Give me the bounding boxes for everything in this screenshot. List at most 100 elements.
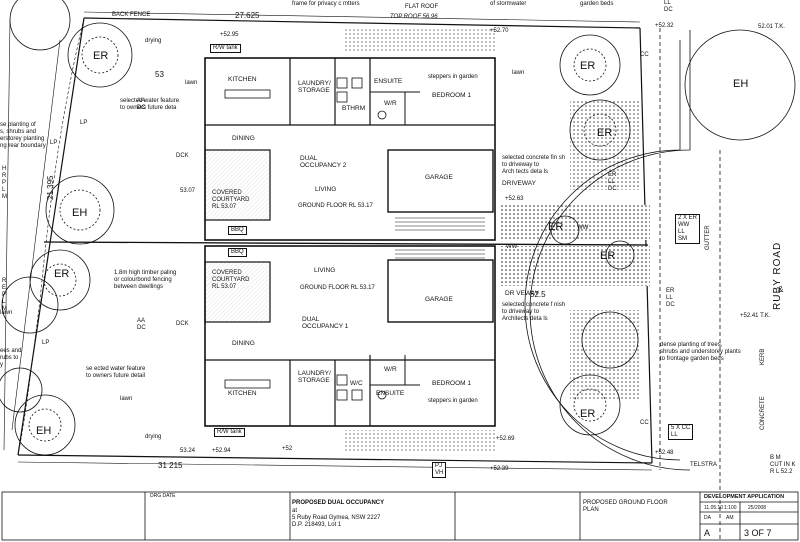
driveway-1-paving	[500, 246, 650, 286]
dw1-rw-tank: R/W tank	[214, 428, 245, 437]
dw2-rw-tank: R/W tank	[210, 44, 241, 53]
tb-drawing-title: PROPOSED GROUND FLOOR PLAN	[583, 500, 668, 513]
plant-stack-left-lower: R E P L M	[2, 278, 7, 312]
dw1-dining: DINING	[232, 340, 255, 347]
plant-cc-1: CC	[640, 52, 649, 58]
driveway-2-paving	[500, 205, 650, 240]
plant-eh-2: EH	[36, 425, 52, 437]
dw1-bbq: BBQ	[228, 248, 247, 257]
left-easement	[17, 17, 85, 456]
plant-ww-1: WW	[506, 244, 518, 250]
dw1-bedroom: BEDROOM 1	[432, 380, 472, 387]
dwelling-2-courtyard-hatch	[206, 150, 269, 220]
dw2-bbq: BBQ	[228, 226, 247, 235]
label-driveway-lower: DR VEWAY	[505, 290, 539, 297]
plant-er-7: ER	[580, 408, 596, 420]
note-back-fence: BACK FENCE	[112, 12, 151, 18]
plant-stack-mid-right: ER LL DC	[608, 172, 617, 192]
dw2-steppers: steppers in garden	[428, 74, 478, 80]
note-dense-planting: dense planting of trees, shrubs and unde…	[660, 342, 741, 362]
fixtures	[224, 77, 387, 401]
dw1-lawn: lawn	[120, 396, 133, 402]
note-stormwater: of stormwater	[490, 1, 527, 7]
tb-checked: AM	[726, 515, 734, 521]
label-concrete-kerb: CONCRETE	[760, 396, 766, 430]
level-bottom-left-ref: 53.24	[180, 448, 196, 454]
level-low-right2: +52.48	[655, 450, 674, 456]
plant-er-4: ER	[597, 127, 613, 139]
tb-job-no: 25/2008	[748, 505, 767, 511]
dw2-walk-in-robe: W/R	[384, 100, 397, 107]
note-roof-level: TOP ROOF 56.96	[390, 14, 438, 20]
front-path-1	[570, 310, 640, 400]
note-concrete-upper: selected concrete fin sh to driveway to …	[502, 155, 566, 175]
title-block-frame	[1, 491, 799, 541]
contour-52-5: 52.5	[530, 290, 546, 299]
dw1-courtyard: COVERED COURTYARD RL 53.07	[212, 270, 250, 290]
dw2-living: LIVING	[315, 186, 337, 193]
level-bottom-left: +52.94	[212, 448, 231, 454]
note-concrete-lower: selected concrete f nish to driveway to …	[502, 302, 566, 322]
dw1-living: LIVING	[314, 267, 336, 274]
label-kerb: KERB	[760, 348, 766, 365]
plant-er-2: ER	[54, 268, 70, 280]
dw2-lawn: lawn	[185, 80, 198, 86]
rear-path-1	[345, 430, 495, 452]
plant-lp-2: LP	[42, 340, 50, 346]
central-steps	[395, 217, 485, 259]
road-edge	[524, 28, 721, 540]
dw2-deck: DCK	[176, 153, 189, 159]
tb-dp: D.P. 218493, Lot 1	[292, 522, 342, 528]
tb-date: 11.05.10	[704, 505, 724, 511]
level-tr-corner: +52.32	[655, 23, 674, 29]
label-lawn-left: lawn	[0, 310, 13, 316]
dw1-kitchen: KITCHEN	[228, 390, 257, 397]
plant-ww-2: WW	[577, 225, 589, 231]
plant-stack-top-right: LL DC	[664, 0, 673, 13]
tb-sheet-letter: A	[704, 528, 711, 538]
dw2-dining: DINING	[232, 135, 255, 142]
level-tr: +52.70	[490, 28, 509, 34]
dw2-drying: drying	[145, 38, 162, 44]
dimension-lines	[3, 11, 653, 471]
dividing-fence	[43, 241, 649, 246]
plant-box-cc: 5 X CC LL	[668, 424, 694, 440]
dw2-bathroom: BTHRM	[342, 105, 366, 112]
dim-top: 27.625	[235, 11, 260, 20]
dwelling-2-walls	[204, 57, 496, 241]
dw1-walk-in-robe: W/R	[384, 366, 397, 373]
dw2-title: DUAL OCCUPANCY 2	[300, 155, 347, 169]
level-mid-right: +52.63	[505, 196, 524, 202]
dw2-courtyard: COVERED COURTYARD RL 53.07	[212, 190, 250, 210]
dw1-aa-dc: AA DC	[137, 318, 146, 331]
plant-er-3: ER	[580, 60, 596, 72]
dwelling-1-walls	[204, 245, 496, 427]
contour-53: 53	[155, 70, 164, 79]
label-driveway-upper: DRIVEWAY	[502, 180, 536, 187]
dw1-ground-floor: GROUND FLOOR RL 53.17	[300, 285, 375, 291]
note-garden-beds: garden beds	[580, 1, 614, 7]
dim-bottom: 31 215	[158, 461, 183, 470]
dw2-bedroom: BEDROOM 1	[432, 92, 472, 99]
label-benchmark: B M CUT IN K R L 52.2	[770, 455, 796, 475]
front-path-2	[570, 100, 640, 190]
level-mid-left: 53.07	[180, 188, 196, 194]
dw2-kitchen: KITCHEN	[228, 76, 257, 83]
dw2-garage: GARAGE	[425, 174, 453, 181]
dw1-title: DUAL OCCUPANCY 1	[302, 316, 349, 330]
level-tl: +52.95	[220, 32, 239, 38]
dw1-deck: DCK	[176, 321, 189, 327]
dw1-wc: W/C	[350, 380, 363, 387]
plant-box-er: 2 X ER WW LL SM	[675, 214, 701, 244]
note-privacy: frame for privacy c mtters	[292, 1, 360, 7]
dim-left-side: 21.395	[46, 175, 55, 200]
dw1-steppers: steppers in garden	[428, 398, 478, 404]
note-screen-planting: se planting of s, shrubs and erstorey pl…	[0, 122, 46, 149]
tb-project-heading: PROPOSED DUAL OCCUPANCY	[292, 500, 385, 506]
road-name: RUBY ROAD	[772, 241, 783, 310]
label-gutter: GUTTER	[705, 225, 711, 250]
tb-scale: 1:100	[724, 505, 737, 511]
dw2-ground-floor: GROUND FLOOR RL 53.17	[298, 203, 373, 209]
label-ampersand: &	[778, 285, 784, 294]
